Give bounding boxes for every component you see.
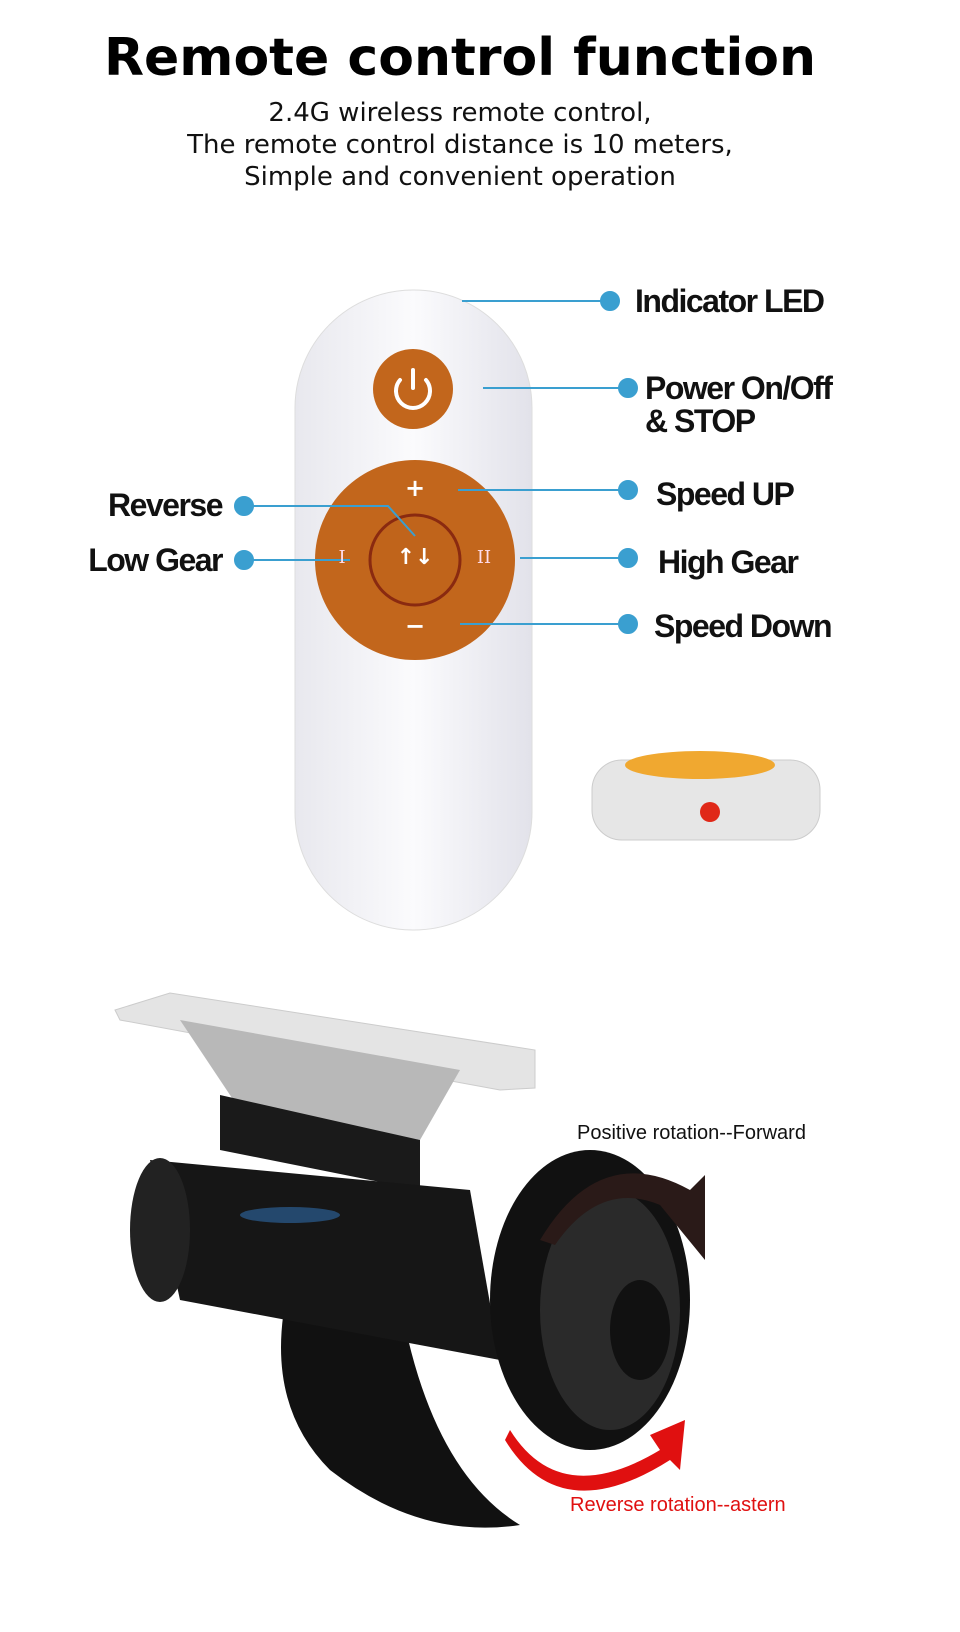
astern-rotation-arrow: [505, 1420, 685, 1491]
callout-reverse: Reverse: [107, 487, 224, 523]
callout-low-gear: Low Gear: [88, 542, 223, 578]
speed-down-button[interactable]: −: [404, 612, 426, 640]
page-title: Remote control function: [103, 28, 817, 88]
forward-caption: Positive rotation--Forward: [577, 1122, 806, 1144]
low-gear-button[interactable]: I: [338, 547, 346, 568]
remote-side-photo: [591, 751, 821, 841]
reverse-icon[interactable]: ↑↓: [396, 545, 434, 570]
callout-speed-up: Speed UP: [656, 476, 795, 512]
forward-rotation-arrow: [540, 1173, 705, 1260]
callout-high-gear: High Gear: [658, 544, 799, 580]
subtitle-line: The remote control distance is 10 meters…: [187, 130, 733, 160]
thruster-photo: [114, 992, 690, 1528]
subtitle-line: 2.4G wireless remote control,: [268, 98, 652, 128]
callout-indicator-led: Indicator LED: [635, 283, 825, 319]
subtitle-line: Simple and convenient operation: [244, 162, 676, 192]
speed-up-button[interactable]: +: [404, 474, 426, 502]
reverse-button: [368, 513, 462, 607]
callout-speed-down: Speed Down: [654, 608, 833, 644]
power-icon: [394, 378, 432, 410]
callout-stop: & STOP: [645, 403, 756, 439]
astern-caption: Reverse rotation--astern: [570, 1494, 786, 1516]
high-gear-button[interactable]: II: [476, 547, 492, 568]
callout-power: Power On/Off: [645, 370, 833, 406]
